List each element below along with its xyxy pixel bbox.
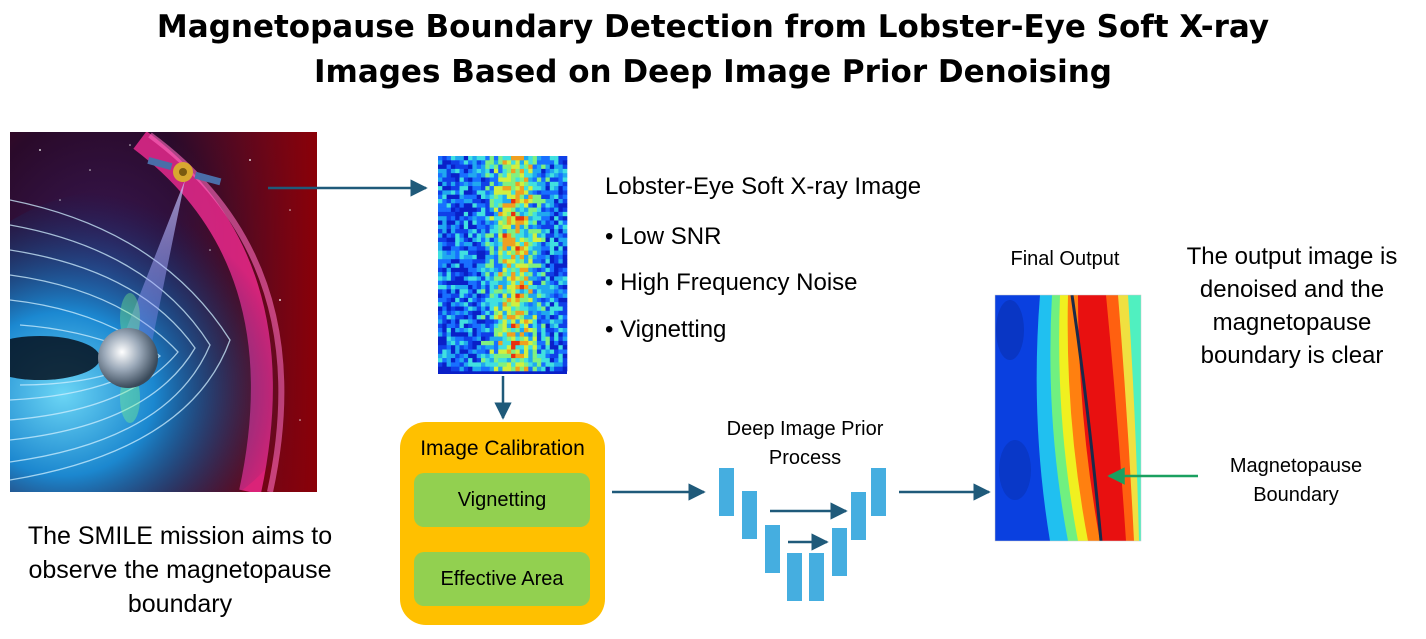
dip-block-bottleneck-1 bbox=[787, 553, 802, 601]
dip-block-decoder-2 bbox=[851, 492, 866, 540]
dip-block-encoder-1 bbox=[719, 468, 734, 516]
dip-block-decoder-3 bbox=[871, 468, 886, 516]
magnetopause-boundary-label: Magnetopause Boundary bbox=[1229, 455, 1363, 506]
xray-bullet-vignetting: • Vignetting bbox=[605, 316, 727, 343]
earth-icon bbox=[98, 328, 158, 388]
calibration-title: Image Calibration bbox=[420, 437, 585, 460]
dip-network-icon bbox=[719, 468, 886, 601]
satellite-icon bbox=[147, 156, 222, 186]
title-line-2: Images Based on Deep Image Prior Denoisi… bbox=[313, 54, 1112, 90]
calibration-step-vignetting: Vignetting bbox=[414, 473, 590, 527]
mission-caption: The SMILE mission aims to observe the ma… bbox=[27, 522, 333, 618]
dip-block-bottleneck-2 bbox=[809, 553, 824, 601]
xray-image bbox=[438, 156, 568, 374]
final-output-label: Final Output bbox=[1010, 248, 1120, 270]
xray-bullet-low-snr: • Low SNR bbox=[605, 223, 722, 250]
final-output-image bbox=[995, 295, 1141, 541]
dip-block-encoder-3 bbox=[765, 525, 780, 573]
magnetopause-boundary-line bbox=[1070, 295, 1103, 541]
dip-block-decoder-1 bbox=[832, 528, 847, 576]
xray-heading: Lobster-Eye Soft X-ray Image bbox=[605, 173, 922, 200]
smile-mission-illustration bbox=[10, 132, 317, 492]
xray-bullet-noise: • High Frequency Noise bbox=[605, 269, 858, 296]
diagram-title: Magnetopause Boundary Detection from Lob… bbox=[0, 5, 1426, 95]
title-line-1: Magnetopause Boundary Detection from Lob… bbox=[156, 9, 1270, 45]
output-description: The output image is denoised and the mag… bbox=[1186, 243, 1398, 369]
dip-label: Deep Image Prior Process bbox=[726, 418, 884, 469]
calibration-step-effective-area: Effective Area bbox=[414, 552, 590, 606]
dip-block-encoder-2 bbox=[742, 491, 757, 539]
